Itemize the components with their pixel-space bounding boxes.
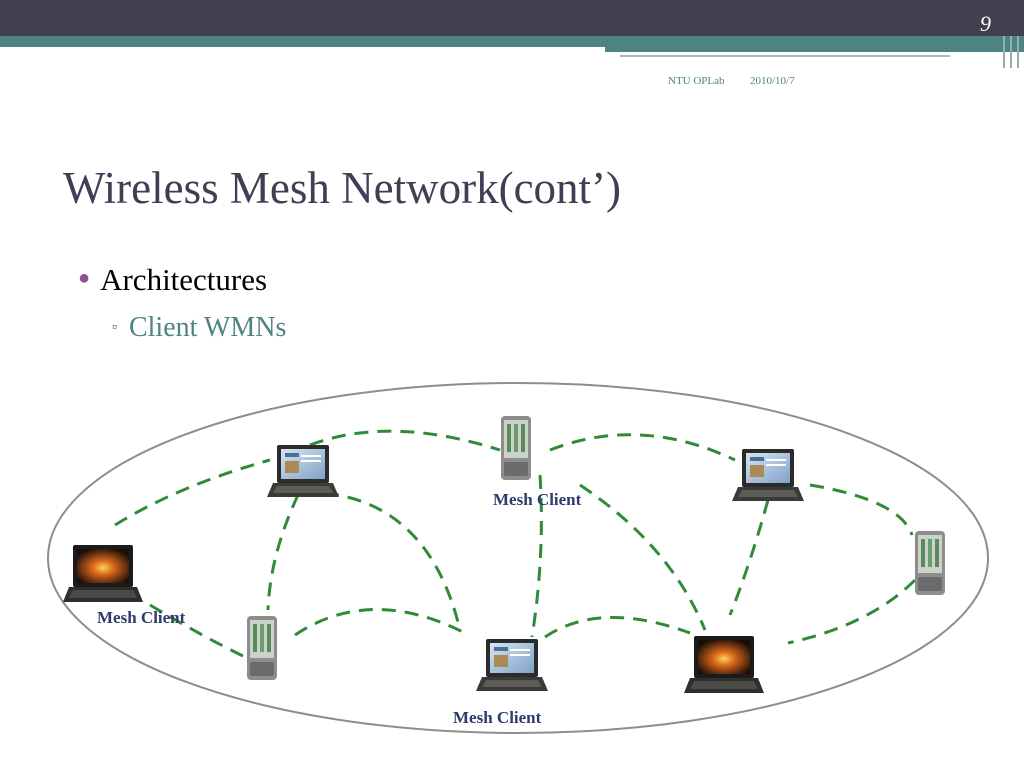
- footer-org: NTU OPLab: [668, 75, 725, 87]
- laptop-icon: [476, 639, 548, 691]
- header-stripe-thin: [620, 55, 950, 57]
- bullet-text: Architectures: [100, 262, 268, 297]
- mesh-client-label: Mesh Client: [453, 708, 542, 727]
- laptop-icon: [732, 449, 804, 501]
- pda-icon: [915, 531, 945, 595]
- network-boundary: [47, 382, 989, 734]
- slide-title: Wireless Mesh Network(cont’): [63, 163, 622, 213]
- square-bullet-icon: ▫: [112, 320, 117, 335]
- header-stripe: [0, 36, 1024, 47]
- bullet-dot-icon: ●: [78, 267, 91, 289]
- pda-icon: [247, 616, 277, 680]
- mesh-client-label: Mesh Client: [97, 608, 186, 627]
- sub-bullet-text: Client WMNs: [128, 312, 287, 343]
- sub-bullet-item: ▫ Client WMNs: [112, 312, 286, 344]
- laptop-icon: [684, 636, 764, 693]
- header-stripe-accent: [605, 47, 1024, 52]
- footer-date: 2010/10/7: [750, 75, 795, 87]
- laptop-icon: [63, 545, 143, 602]
- laptop-icon: [267, 445, 339, 497]
- pda-icon: [501, 416, 531, 480]
- header-rule: [1003, 36, 1005, 68]
- mesh-client-label: Mesh Client: [493, 490, 582, 509]
- bullet-item: ● Architectures: [78, 262, 267, 298]
- page-number: 9: [980, 11, 991, 36]
- header-bar: [0, 0, 1024, 36]
- mesh-links: [114, 429, 917, 659]
- header-rule: [1017, 36, 1019, 68]
- mesh-network-diagram: Mesh Client Mesh Client Mesh Client: [47, 382, 989, 734]
- header-rule: [1010, 36, 1012, 68]
